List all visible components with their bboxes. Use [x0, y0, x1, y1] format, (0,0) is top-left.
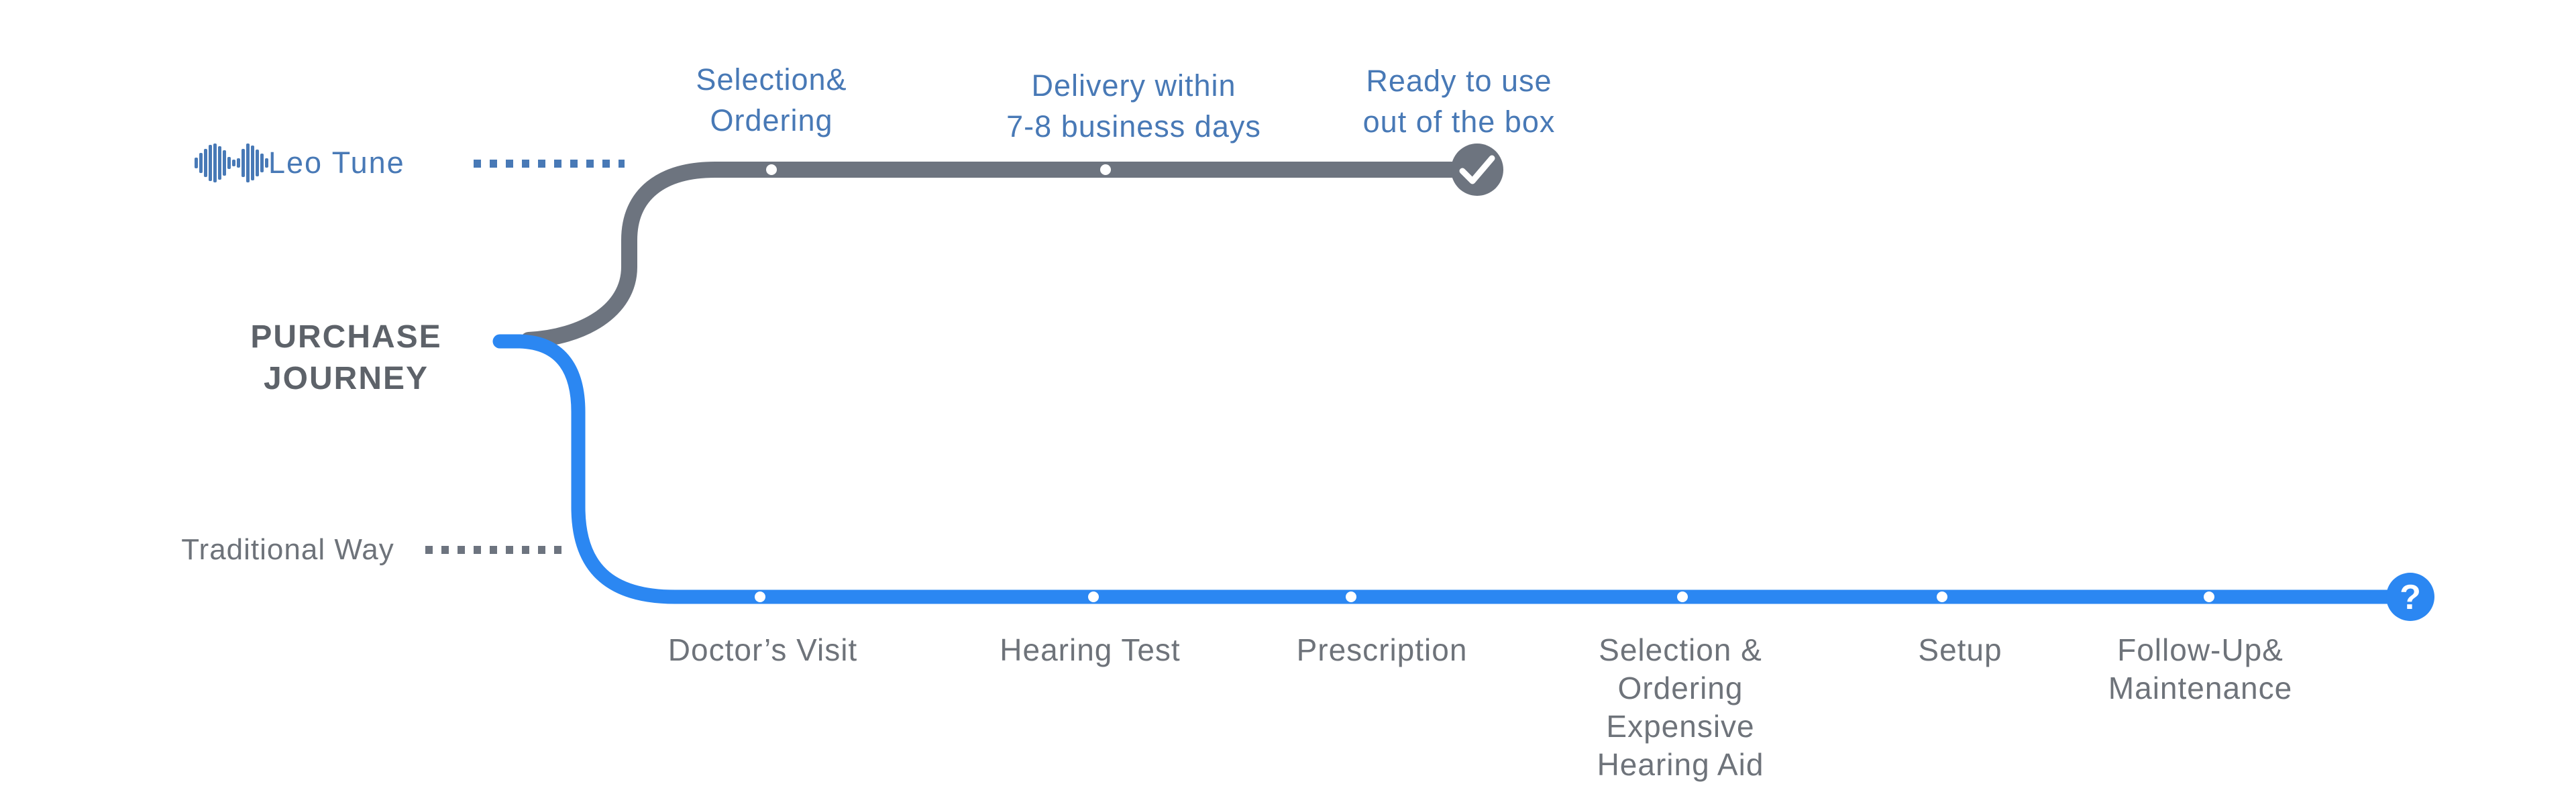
- page-title: PURCHASE JOURNEY: [250, 317, 441, 400]
- checkmark-circle: [1451, 144, 1503, 196]
- leo-step-dot-2: [1100, 164, 1111, 175]
- leo-step-label-selection-ordering: Selection& Ordering: [696, 62, 847, 137]
- traditional-step-dot-2: [1088, 591, 1099, 602]
- traditional-step-label-selection-ordering: Selection & Ordering Expensive Hearing A…: [1597, 632, 1764, 782]
- leo-step-dot-1: [766, 164, 777, 175]
- question-mark-icon: ?: [2400, 578, 2421, 617]
- leo-tune-label: Leo Tune: [268, 146, 405, 180]
- traditional-step-dot-5: [1937, 591, 1947, 602]
- traditional-step-label-doctors-visit: Doctor’s Visit: [667, 632, 858, 667]
- leo-step-label-ready: Ready to use out of the box: [1362, 64, 1556, 139]
- soundwave-icon: [195, 144, 268, 182]
- checkmark-badge: [1451, 144, 1503, 196]
- traditional-route-line: [492, 334, 2418, 604]
- leo-step-label-delivery: Delivery within 7-8 business days: [1006, 68, 1261, 144]
- question-badge: ?: [2386, 573, 2434, 621]
- traditional-step-label-setup: Setup: [1918, 632, 2002, 667]
- traditional-step-dot-3: [1346, 591, 1356, 602]
- question-circle: [2386, 573, 2434, 621]
- traditional-step-label-prescription: Prescription: [1296, 632, 1468, 667]
- traditional-step-dot-1: [755, 591, 765, 602]
- leo-route-line: [521, 162, 1485, 348]
- traditional-step-dot-6: [2204, 591, 2214, 602]
- traditional-step-dot-4: [1677, 591, 1688, 602]
- page-title-line-1: PURCHASE: [250, 319, 442, 355]
- checkmark-icon: [1459, 155, 1495, 184]
- page-title-line-2: JOURNEY: [263, 361, 429, 396]
- traditional-way-label: Traditional Way: [181, 533, 394, 566]
- traditional-step-label-hearing-test: Hearing Test: [1000, 632, 1181, 667]
- traditional-step-label-followup: Follow-Up& Maintenance: [2108, 632, 2293, 705]
